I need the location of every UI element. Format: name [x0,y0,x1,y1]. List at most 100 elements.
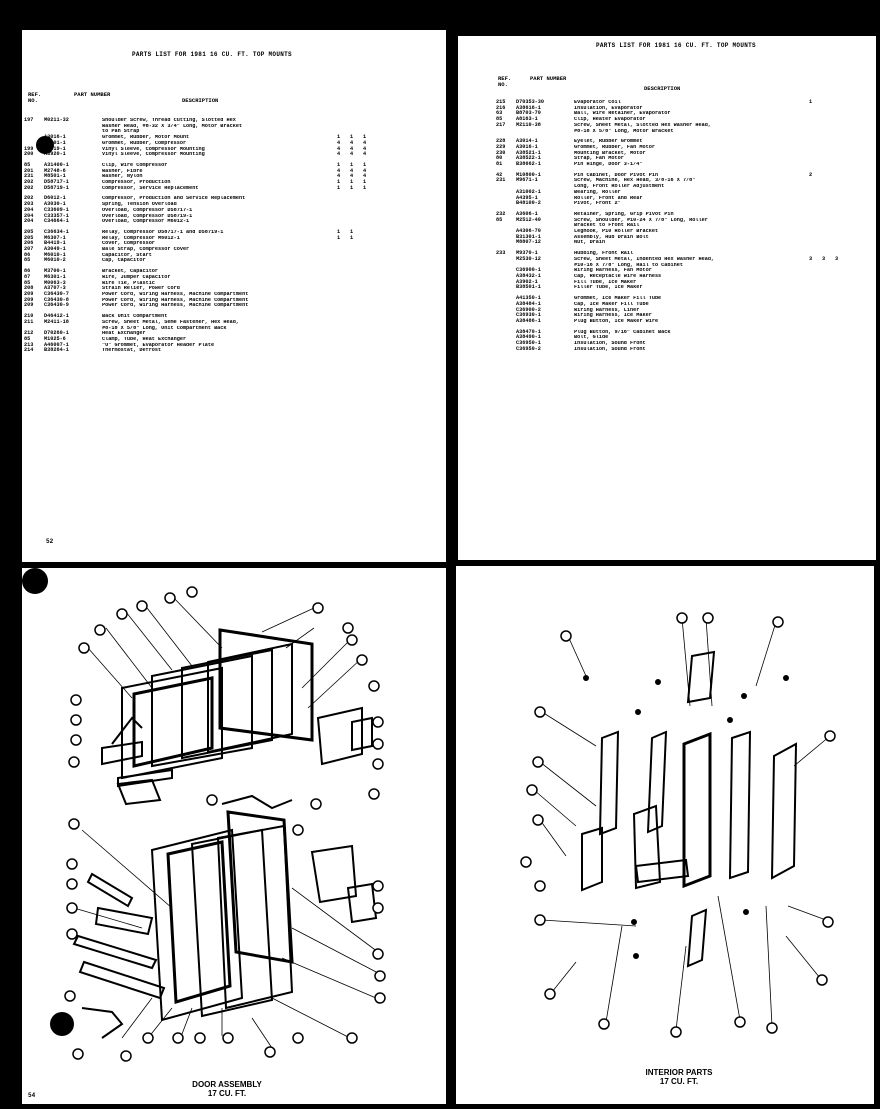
description-cell: Bale Strap, Compressor Cover [102,247,190,253]
description-cell: Insulation, Sound Front [574,341,646,347]
description-cell: Cap, Capacitor [102,258,146,264]
freezer-door-inner-panel [132,676,214,768]
ref-no-header: REF. NO. [498,75,512,88]
part-number-cell: A3016-1 [516,143,538,150]
ref-cell: 217 [496,121,506,128]
description-cell: Strain Relief, Power Cord [102,286,180,292]
description-cell: Pin Cabinet, Door Pivot Pin [574,172,659,178]
quantity-cell [817,240,830,246]
ref-cell: 204 [24,206,34,213]
quantity-cell [830,285,843,291]
part-number-cell: A3030-1 [44,201,66,208]
table-row: C36950-2 Insulation, Sound Front [496,345,843,353]
description-cell: Screw, Sheet Metal, Slotted Hex Washer H… [574,122,711,128]
quantity-cell [830,319,843,325]
ref-cell: 209 [24,290,34,297]
part-number-cell: B38264-1 [44,347,69,354]
ref-cell: 213 [24,341,34,348]
interior-parts-page: INTERIOR PARTS 17 CU. FT. [456,566,874,1104]
quantity-cell: 1 [808,99,813,105]
part-number-cell: A3049-1 [44,246,66,253]
part-number-cell: A4306-70 [516,228,541,235]
freezer-door-breaker [207,642,293,754]
egg-tray [94,906,154,936]
ref-cell: 203 [24,201,34,208]
ref-cell: 207 [24,246,34,253]
quantity-cell: 1 [336,161,341,168]
part-number-cell [516,129,574,135]
door-shelf [72,934,158,970]
quantity-cell [345,348,358,354]
part-number-cell: C36634-1 [44,228,69,235]
description-cell: Ball, Wire Retainer, Evaporator [574,111,671,117]
caption-line-1: DOOR ASSEMBLY [192,1080,262,1089]
crisper-front [634,858,690,884]
ref-cell: 216 [496,104,506,111]
table-row: 213 A46007-1 "U" Grommet, Evaporator Heade… [24,341,371,349]
ref-cell [496,319,516,325]
quantity-cell: 1 [336,134,341,141]
description-cell: Compressor, Production and Service Repla… [102,196,246,202]
quantity-cell [817,347,830,353]
quantity-cell [332,219,345,225]
freezer-shelf [101,740,143,766]
quantity-cell [830,240,843,246]
ref-cell: 85 [496,216,503,223]
quantity-cell: 1 [349,228,354,235]
description-cell: Nut, Drain [574,240,606,246]
part-number-header: PART NUMBER [530,75,567,82]
ref-cell: 85 [24,335,31,342]
ref-cell: 205 [24,228,34,235]
table-row: #10-16 X 7/8" Long, Rail to Cabinet [496,263,843,269]
ref-cell: 211 [24,318,34,325]
part-number-cell: A3919-1 [44,145,66,152]
parts-list-page-left: PARTS LIST FOR 1981 16 CU. FT. TOP MOUNT… [22,30,446,562]
ref-cell: 230 [496,149,506,156]
ref-cell: 197 [24,117,34,123]
ref-cell [496,201,516,207]
description-cell: Grommet, Rubber, Motor Mount [102,135,190,141]
ref-cell: 202 [24,184,34,191]
description-cell: Thermostat, Defrost [102,348,162,354]
ref-cell [496,347,516,353]
description-cell: Vinyl Sleeve, Compressor Mounting [102,152,205,158]
description-cell: "U" Grommet, Evaporator Header Plate [102,342,215,348]
part-number-cell: A3501-1 [44,139,66,146]
quantity-cell: 1 [336,179,341,186]
callout-balloons [64,586,386,1062]
fresh-food-door-inner-panel [166,840,232,1004]
quantity-cell [332,258,345,264]
description-cell: Insulation, Sound Front [574,346,646,352]
part-number-cell: A46007-1 [44,341,69,348]
table-row: Long, Front Roller Adjustment [496,184,843,190]
part-number-cell: C33609-1 [44,206,69,213]
quantity-cell [804,162,817,168]
caption-line-1: INTERIOR PARTS [645,1068,713,1077]
quantity-cell [817,162,830,168]
ref-cell: 80 [496,155,503,162]
quantity-cell [332,303,345,309]
punch-hole [22,568,48,594]
description-cell: Clamp, Tube, Heat Exchanger [102,336,187,342]
part-number-cell: C36950-2 [516,345,541,352]
quantity-cell: 4 [336,151,341,158]
